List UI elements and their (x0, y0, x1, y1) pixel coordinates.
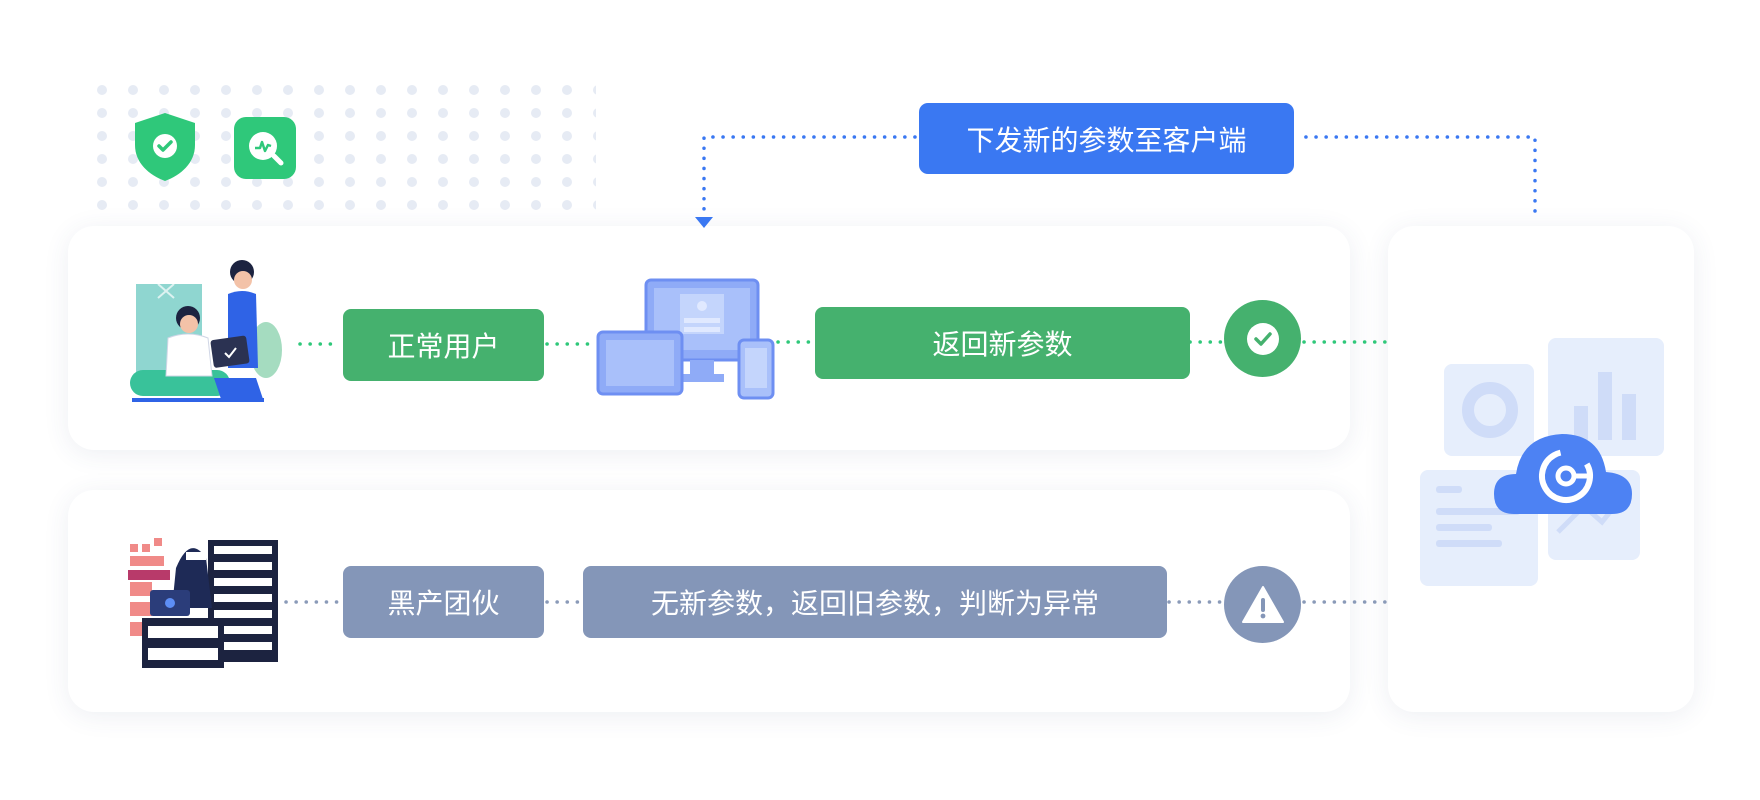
fraud-team-label: 黑产团伙 (343, 566, 544, 638)
search-chart-icon (234, 117, 296, 179)
return-new-params-label: 返回新参数 (815, 307, 1190, 379)
warning-triangle-icon (1224, 566, 1301, 643)
cloud-server-illustration (1418, 336, 1668, 586)
abnormal-result-label: 无新参数，返回旧参数，判断为异常 (583, 566, 1167, 638)
fraud-team-illustration (128, 534, 280, 670)
shield-check-icon (133, 111, 197, 183)
devices-icon (596, 278, 776, 402)
send-new-params-label: 下发新的参数至客户端 (919, 103, 1294, 174)
normal-user-illustration (128, 258, 288, 406)
normal-user-label: 正常用户 (343, 309, 544, 381)
check-circle-icon (1224, 300, 1301, 377)
